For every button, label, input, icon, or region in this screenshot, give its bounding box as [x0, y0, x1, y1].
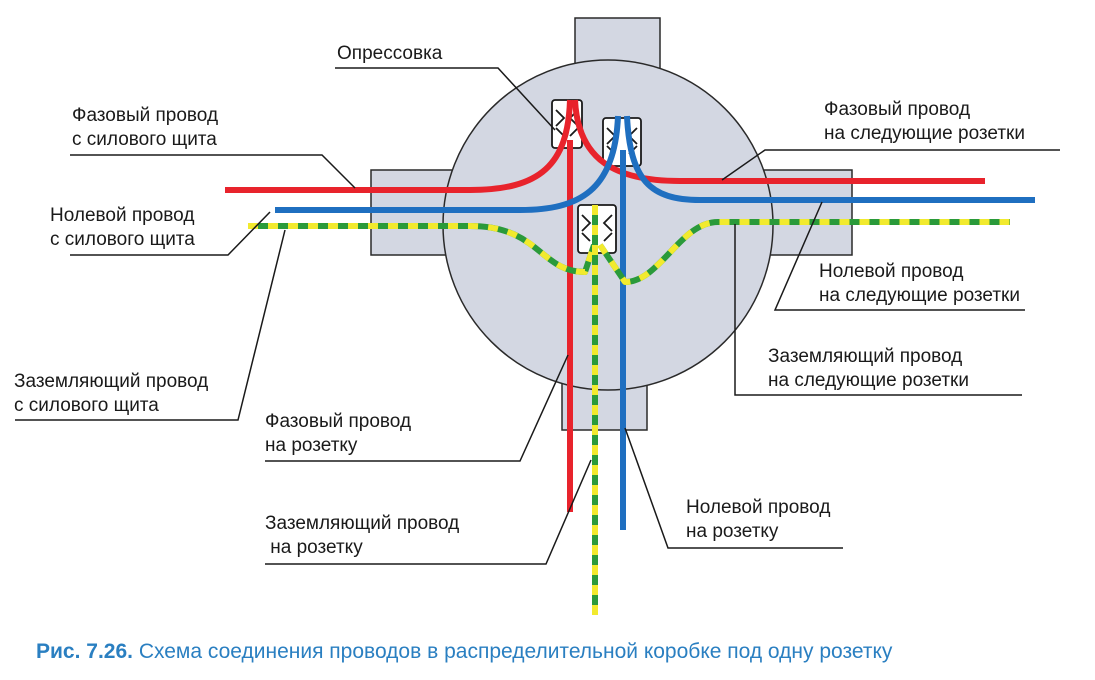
label-crimp: Опрессовка: [337, 42, 442, 66]
label-ground-socket: Заземляющий провод на розетку: [265, 512, 459, 560]
leader-ground-next: [734, 224, 1022, 396]
label-ground-next-line1: Заземляющий провод: [768, 346, 963, 367]
label-phase-next: Фазовый провод на следующие розетки: [824, 98, 1025, 146]
leader-phase-next: [721, 149, 1060, 181]
label-neutral-socket: Нолевой провод на розетку: [686, 496, 830, 544]
label-neutral-in-line2: с силового щита: [50, 229, 195, 250]
label-phase-socket: Фазовый провод на розетку: [265, 410, 411, 458]
leader-neutral-socket: [624, 427, 843, 549]
label-ground-in-line1: Заземляющий провод: [14, 371, 209, 392]
neutral-wire-to-next: [624, 115, 1035, 203]
figure-number: Рис. 7.26.: [36, 640, 133, 663]
label-ground-in: Заземляющий провод с силового щита: [14, 370, 208, 418]
label-phase-socket-line2: на розетку: [265, 435, 358, 456]
figure-caption: Рис. 7.26. Схема соединения проводов в р…: [36, 640, 892, 664]
leader-phase-socket: [265, 354, 569, 462]
leader-phase-in: [70, 154, 356, 189]
label-neutral-next-line2: на следующие розетки: [819, 285, 1020, 306]
label-ground-socket-line1: Заземляющий провод: [265, 513, 460, 534]
ground-wires: [248, 205, 1010, 615]
label-crimp-text: Опрессовка: [337, 43, 443, 64]
label-neutral-in: Нолевой провод с силового щита: [50, 204, 195, 252]
phase-wire-from-panel: [225, 99, 573, 193]
label-phase-in-line2: с силового щита: [72, 129, 217, 150]
label-phase-socket-line1: Фазовый провод: [265, 411, 412, 432]
label-neutral-socket-line2: на розетку: [686, 521, 779, 542]
label-ground-next: Заземляющий провод на следующие розетки: [768, 345, 969, 393]
ground-wire-to-next: [597, 219, 1010, 285]
leader-ground-socket: [265, 459, 592, 565]
neutral-wire-from-panel: [275, 115, 621, 213]
label-phase-in: Фазовый провод с силового щита: [72, 104, 218, 152]
leader-lines: [15, 67, 1060, 565]
label-neutral-next: Нолевой провод на следующие розетки: [819, 260, 1020, 308]
label-phase-next-line1: Фазовый провод: [824, 99, 971, 120]
label-ground-socket-line2: на розетку: [265, 537, 363, 558]
leader-neutral-next: [773, 201, 1025, 311]
box-right-entry: [759, 169, 853, 256]
label-neutral-in-line1: Нолевой провод: [50, 205, 195, 226]
ground-wire-from-panel: [248, 223, 597, 275]
neutral-wires: [275, 115, 1035, 530]
label-phase-in-line1: Фазовый провод: [72, 105, 219, 126]
label-neutral-next-line1: Нолевой провод: [819, 261, 964, 282]
label-ground-in-line2: с силового щита: [14, 395, 159, 416]
leader-ground-in: [15, 229, 286, 421]
label-neutral-socket-line1: Нолевой провод: [686, 497, 831, 518]
leader-crimp: [335, 67, 556, 131]
label-ground-next-line2: на следующие розетки: [768, 370, 969, 391]
leader-neutral-in: [70, 211, 271, 256]
figure-caption-text: Схема соединения проводов в распределите…: [132, 640, 893, 663]
label-phase-next-line2: на следующие розетки: [824, 123, 1025, 144]
